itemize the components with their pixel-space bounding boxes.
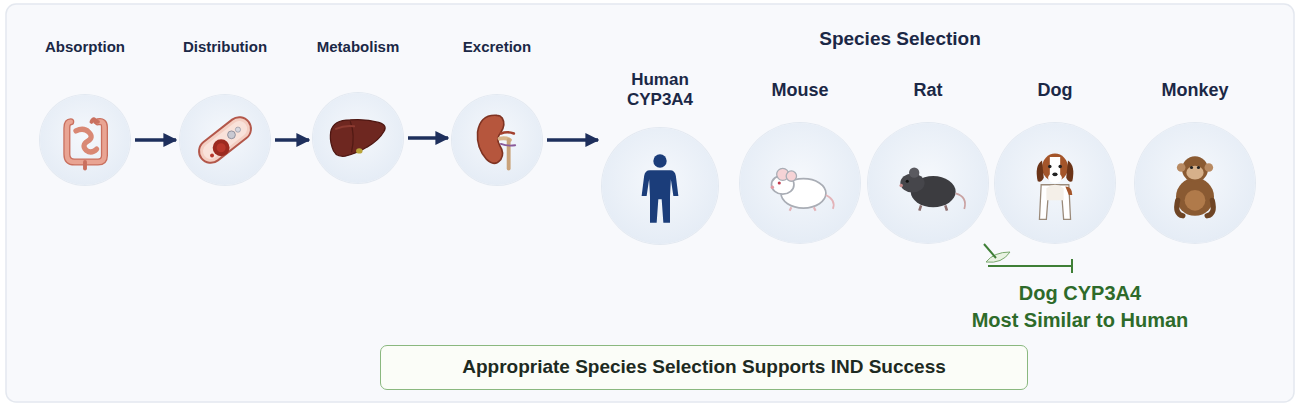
icon [313, 93, 403, 183]
panel [6, 4, 1294, 402]
icon [602, 128, 718, 244]
species-circle: Monkey [1135, 80, 1255, 243]
icon [40, 95, 130, 185]
icon-circle [313, 93, 403, 183]
icon-circle [40, 95, 130, 185]
icon [995, 123, 1115, 243]
icon-circle [868, 123, 988, 243]
callout-bracket [984, 244, 1072, 273]
icon-circle [602, 128, 718, 244]
stage-circle: Absorption [40, 38, 130, 185]
species-circle: Mouse [740, 80, 860, 243]
flow-arrow [547, 138, 598, 142]
callout-text: Dog CYP3A4 Most Similar to Human [972, 280, 1189, 334]
icon [1135, 123, 1255, 243]
summary-box: Appropriate Species Selection Supports I… [380, 345, 1028, 390]
node-label: Dog [1038, 80, 1073, 102]
icon [868, 123, 988, 243]
node-label: Distribution [183, 38, 267, 56]
icon [740, 123, 860, 243]
node-label: Metabolism [317, 38, 400, 56]
icon-circle [1135, 123, 1255, 243]
node-label: Absorption [45, 38, 125, 56]
icon-circle [452, 95, 542, 185]
species-circle: Human CYP3A4 [602, 70, 718, 244]
node-label: Rat [913, 80, 942, 102]
node-label: Mouse [771, 80, 828, 102]
species-circle: Rat [868, 80, 988, 243]
flow-arrow [275, 138, 309, 142]
icon-circle [740, 123, 860, 243]
icon [452, 95, 542, 185]
node-label: Monkey [1161, 80, 1228, 102]
node-label: Excretion [463, 38, 531, 56]
stage-circle: Excretion [452, 38, 542, 185]
icon-circle [995, 123, 1115, 243]
icon-circle [180, 95, 270, 185]
node-label: Human CYP3A4 [620, 70, 700, 111]
species-circle: Dog [995, 80, 1115, 243]
stage-circle: Distribution [180, 38, 270, 185]
icon [180, 95, 270, 185]
flow-arrow [135, 138, 176, 142]
flow-arrow [408, 136, 448, 140]
box-text: Appropriate Species Selection Supports I… [462, 356, 946, 379]
stage-circle: Metabolism [313, 38, 403, 183]
section-heading: Species Selection [819, 26, 981, 52]
